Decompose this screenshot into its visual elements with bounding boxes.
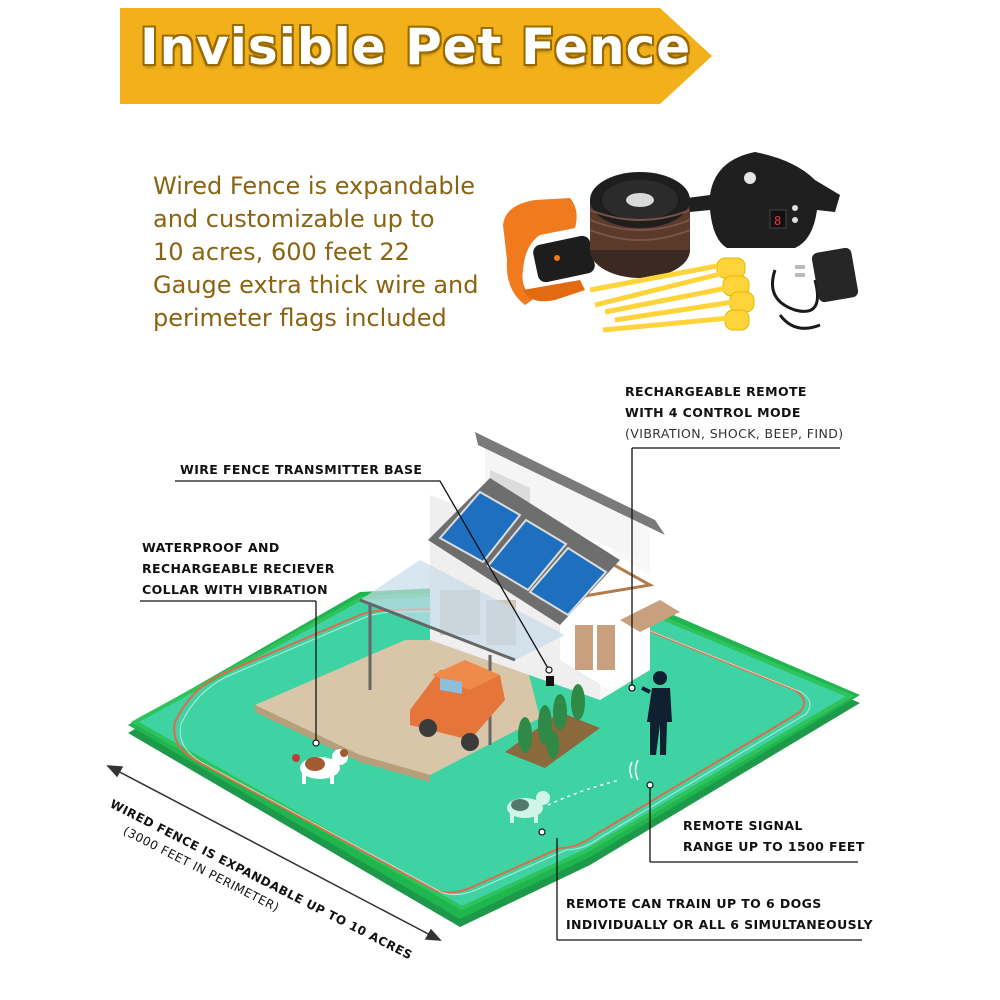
product-kit-image: 8: [503, 152, 859, 333]
remote-label-line: (VIBRATION, SHOCK, BEEP, FIND): [625, 426, 844, 441]
signal-label-line: REMOTE SIGNAL: [683, 818, 803, 833]
trees: [505, 684, 600, 768]
intro-line: 10 acres, 600 feet 22: [153, 238, 410, 266]
signal-range-label: REMOTE SIGNAL RANGE UP TO 1500 FEET: [683, 815, 865, 857]
remote-label-line: RECHARGEABLE REMOTE: [625, 384, 807, 399]
intro-line: Wired Fence is expandable: [153, 172, 476, 200]
intro-text: Wired Fence is expandable and customizab…: [153, 170, 523, 335]
collar-label-line: COLLAR WITH VIBRATION: [142, 582, 329, 597]
fence-wire-outline: [173, 603, 805, 894]
transmitter-base-icon: 8: [687, 152, 840, 248]
power-adapter-icon: [771, 247, 859, 330]
house: [359, 432, 680, 745]
person-with-remote: [641, 671, 672, 755]
remote-label: RECHARGEABLE REMOTE WITH 4 CONTROL MODE …: [625, 381, 844, 444]
intro-line: perimeter flags included: [153, 304, 447, 332]
dog-2: [507, 791, 550, 823]
collar-label-line: RECHARGEABLE RECIEVER: [142, 561, 335, 576]
collar-label: WATERPROOF AND RECHARGEABLE RECIEVER COL…: [142, 537, 335, 600]
callout-lines: [140, 447, 862, 941]
page-title: Invisible Pet Fence: [140, 18, 692, 76]
svg-text:8: 8: [774, 214, 781, 228]
callout-dots: [312, 666, 654, 836]
expand-arrow: [106, 765, 442, 941]
signal-waves-icon: [629, 759, 639, 781]
perimeter-flags-icon: [589, 257, 755, 333]
orange-receiver-collar-icon: [503, 198, 595, 305]
title-banner: Invisible Pet Fence: [0, 0, 1000, 110]
collar-label-line: WATERPROOF AND: [142, 540, 280, 555]
intro-line: Gauge extra thick wire and: [153, 271, 479, 299]
remote-label-line: WITH 4 CONTROL MODE: [625, 405, 801, 420]
transmitter-label-text: WIRE FENCE TRANSMITTER BASE: [180, 462, 423, 477]
solar-panels: [438, 490, 608, 617]
wire-spool-icon: [589, 172, 691, 278]
dogs-label-line: INDIVIDUALLY OR ALL 6 SIMULTANEOUSLY: [566, 917, 873, 932]
signal-label-line: RANGE UP TO 1500 FEET: [683, 839, 865, 854]
transmitter-label: WIRE FENCE TRANSMITTER BASE: [180, 459, 422, 480]
lawn-area: [128, 580, 860, 927]
dogs-label: REMOTE CAN TRAIN UP TO 6 DOGS INDIVIDUAL…: [566, 893, 873, 935]
dogs-label-line: REMOTE CAN TRAIN UP TO 6 DOGS: [566, 896, 822, 911]
transmitter-marker-icon: [546, 676, 554, 686]
dog-1: [292, 749, 348, 784]
intro-line: and customizable up to: [153, 205, 435, 233]
truck: [410, 660, 505, 751]
banner-arrow-shape: [120, 8, 712, 104]
